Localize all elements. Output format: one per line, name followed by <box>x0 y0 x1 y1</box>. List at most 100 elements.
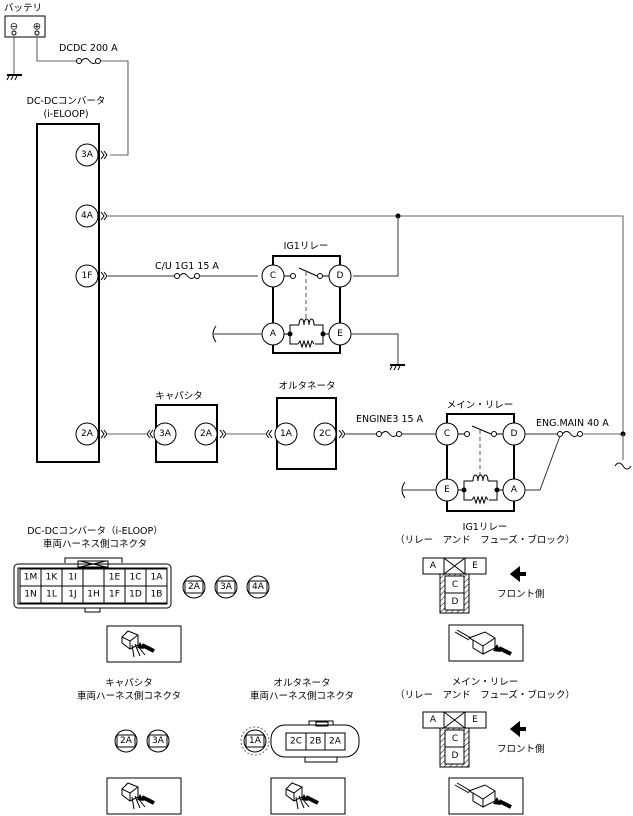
svg-text:A: A <box>430 715 437 725</box>
ig1-relay-label: IG1リレー <box>284 241 329 252</box>
battery-positive-wire <box>36 35 76 62</box>
svg-text:A: A <box>430 561 437 571</box>
dcdc-connector-pin-label: 1B <box>151 590 163 600</box>
svg-text:3A: 3A <box>81 150 94 160</box>
dcdc-pin-4a: 4A <box>75 204 108 228</box>
main-relay-label: メイン・リレー <box>447 400 514 411</box>
battery: バッテリ ⊖ ⊕ <box>4 3 46 38</box>
main-relay-a-wire <box>525 435 561 491</box>
harness-side-view-icon <box>106 777 182 815</box>
main-relay-pin-c: C <box>435 422 459 446</box>
dcdc-connector-pin-label: 1A <box>151 573 164 583</box>
ig1-relay-connector-title: IG1リレー <box>463 522 508 533</box>
svg-text:2A: 2A <box>200 429 213 439</box>
eng-main-fuse-label: ENG.MAIN 40 A <box>536 418 609 429</box>
main-relay-connector-title: メイン・リレー <box>452 677 519 688</box>
svg-text:D: D <box>337 271 344 281</box>
relay-switch-icon <box>458 425 503 477</box>
dcdc-connector-pin-label: 1M <box>24 573 38 583</box>
dcdc-connector-pin-label: 1N <box>24 590 36 600</box>
svg-text:3A: 3A <box>152 736 165 746</box>
svg-text:C: C <box>452 580 458 590</box>
front-arrow-icon <box>509 565 526 583</box>
relay-coil-icon <box>284 318 329 349</box>
alternator-connector-title: オルタネータ <box>273 678 330 689</box>
main-relay-pin-e: E <box>435 478 459 502</box>
ig1-relay-pin-e: E <box>328 322 352 346</box>
dcdc-round-pin-4a: 4A <box>246 575 270 599</box>
svg-text:1F: 1F <box>82 271 93 281</box>
relay-side-view-icon <box>448 777 524 815</box>
ig1-relay-connector-face: A E C D <box>422 557 487 614</box>
dcdc-connector-pin-label: 1L <box>46 590 57 600</box>
battery-box <box>4 15 46 38</box>
dcdc-round-pin-2a: 2A <box>182 575 206 599</box>
ground-icon <box>389 364 405 371</box>
main-relay-connector-subtitle: （リレー アンド フューズ・ブロック） <box>395 689 575 701</box>
svg-text:C: C <box>444 429 450 439</box>
fuse-icon <box>557 431 583 437</box>
svg-text:E: E <box>472 561 478 571</box>
dcdc-connector-pin-label: 1J <box>68 590 76 600</box>
dcdc-connector-pin-label: 1H <box>87 590 100 600</box>
front-arrow-icon <box>509 720 526 738</box>
alternator-pin-1a: 1A <box>274 422 298 446</box>
ig1-relay-d-wire <box>353 216 399 277</box>
fuse-icon <box>76 58 101 64</box>
alternator-connector-subtitle: 車両ハーネス側コネクタ <box>250 690 354 702</box>
dcdc-connector-pin-label: 1F <box>109 590 120 600</box>
svg-text:1A: 1A <box>249 736 262 746</box>
battery-label: バッテリ <box>4 3 42 14</box>
capacitor-round-pin-2a: 2A <box>114 729 138 753</box>
svg-text:2A: 2A <box>329 737 342 747</box>
wire-break-icon <box>614 462 632 470</box>
dcdc-pin-1f: 1F <box>75 264 108 288</box>
capacitor-connector-subtitle: 車両ハーネス側コネクタ <box>77 690 181 702</box>
svg-text:3A: 3A <box>220 582 233 592</box>
dcdc-connector-pin-grid: 1M 1K 1I 1E 1C 1A 1N 1L 1J 1H 1F 1D 1B <box>19 568 168 604</box>
engine3-fuse-label: ENGINE3 15 A <box>356 414 424 425</box>
svg-text:E: E <box>444 485 450 495</box>
svg-text:4A: 4A <box>252 582 265 592</box>
svg-text:4A: 4A <box>81 211 94 221</box>
dcdc-connector-title: DC-DCコンバータ（i-ELOOP） <box>27 525 163 537</box>
svg-text:C: C <box>452 734 458 744</box>
relay-side-view-icon <box>448 624 524 662</box>
fuse-icon <box>174 273 200 279</box>
alternator-pin-2c: 2C <box>313 422 337 446</box>
main-relay-front-side-label: フロント側 <box>497 743 545 755</box>
ig1-relay-pin-d: D <box>328 264 352 288</box>
dcdc-pin-3a: 3A <box>75 143 108 167</box>
main-relay-connector-face: A E C D <box>422 711 487 768</box>
main-relay-pin-a: A <box>502 478 526 502</box>
harness-side-view-icon <box>106 625 182 663</box>
dcdc-round-pin-3a: 3A <box>214 575 238 599</box>
dcdc-4a-wire <box>108 215 624 434</box>
svg-text:D: D <box>452 597 459 607</box>
dcdc-converter-label: DC-DCコンバータ <box>27 96 106 107</box>
ig1-front-side-label: フロント側 <box>497 588 545 600</box>
svg-text:E: E <box>472 715 478 725</box>
svg-text:1A: 1A <box>280 429 293 439</box>
svg-text:D: D <box>452 751 459 761</box>
svg-text:2A: 2A <box>120 736 133 746</box>
fuse-icon <box>376 431 402 437</box>
dcdc-connector-pin-label: 1K <box>46 573 59 583</box>
alternator-round-pin-1a: 1A <box>240 726 270 756</box>
dcdc-connector-pin-label: 1C <box>129 573 141 583</box>
dcdc-connector-face <box>13 557 172 613</box>
svg-text:2A: 2A <box>81 429 94 439</box>
relay-switch-icon <box>284 267 329 320</box>
battery-negative-terminal: ⊖ <box>10 22 18 33</box>
svg-text:A: A <box>511 485 518 495</box>
battery-positive-terminal: ⊕ <box>33 22 41 33</box>
wire-break-icon <box>401 481 406 499</box>
ig1-relay-pin-a: A <box>261 322 285 346</box>
ground-icon <box>6 74 22 81</box>
dcdc-connector-pin-label: 1D <box>129 590 142 600</box>
dcdc-pin-2a: 2A <box>75 422 108 446</box>
dcdc-connector-pin-label: 1I <box>68 573 76 583</box>
svg-text:3A: 3A <box>159 429 172 439</box>
dcdc-connector-pin-label: 1E <box>109 573 121 583</box>
